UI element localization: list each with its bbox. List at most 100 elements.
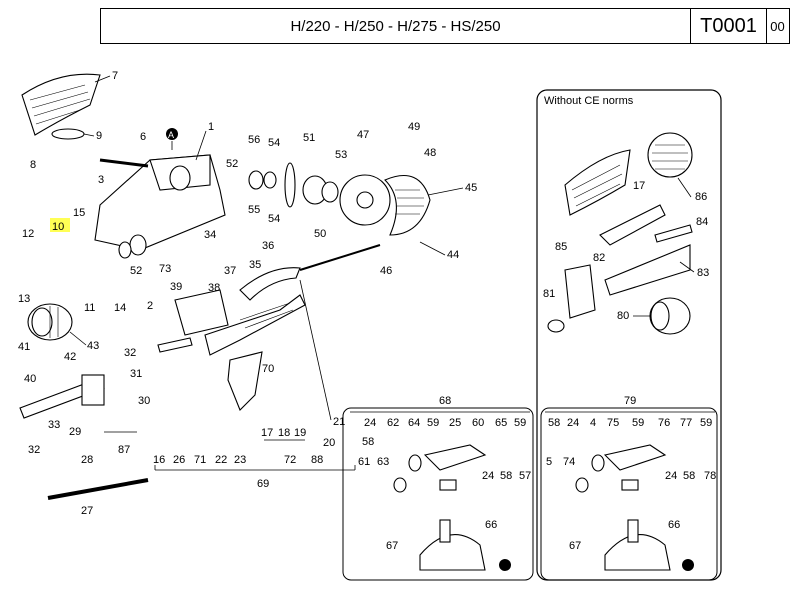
callout-52b: 52 [130,265,142,277]
drawing-code: T0001 [691,9,767,43]
callout-11: 11 [84,302,95,314]
callout-37: 37 [224,265,236,277]
callout-45: 45 [465,182,477,194]
callout-d67: 67 [386,540,398,552]
callout-e67: 67 [569,540,581,552]
callout-e59a: 59 [632,417,644,429]
callout-26: 26 [173,454,185,466]
callout-d79: 79 [624,395,636,407]
shaft-part [99,158,149,168]
callout-36: 36 [262,240,274,252]
callout-d64: 64 [408,417,420,429]
callout-e77: 77 [680,417,692,429]
callout-44: 44 [447,249,459,261]
callout-i83: 83 [697,267,709,279]
callout-28: 28 [81,454,93,466]
callout-49: 49 [408,121,420,133]
callout-e58b: 58 [683,470,695,482]
detail-frame-79 [540,407,718,581]
callout-e78: 78 [704,470,716,482]
callout-d61: 61 [358,456,370,468]
title-block: H/220 - H/250 - H/275 - HS/250 T0001 00 [100,8,790,44]
callout-38: 38 [208,282,220,294]
callout-e4: 4 [590,417,596,429]
main-body-part [94,154,226,259]
inset-arm-part [599,204,666,246]
callout-i80: 80 [617,310,629,322]
callout-16: 16 [153,454,165,466]
callout-d66: 66 [485,519,497,531]
callout-52a: 52 [226,158,238,170]
callout-53: 53 [335,149,347,161]
callout-48: 48 [424,147,436,159]
inset-nut-part [547,319,565,333]
callout-12: 12 [22,228,34,240]
callout-d63: 63 [377,456,389,468]
bearing-parts [248,170,277,190]
revision-number: 00 [770,18,785,34]
callout-d59a: 59 [427,417,439,429]
leader-lines [69,75,695,421]
callout-3: 3 [98,174,104,186]
callout-51: 51 [303,132,315,144]
callout-i84: 84 [696,216,708,228]
arm-rod-part [299,244,381,271]
callout-72: 72 [284,454,296,466]
callout-20: 20 [323,437,335,449]
callout-29: 29 [69,426,81,438]
handle-part [157,337,193,353]
inset-blade-cover-part [564,149,631,216]
callout-54a: 54 [268,137,280,149]
callout-d59b: 59 [514,417,526,429]
callout-88: 88 [311,454,323,466]
callout-i17: 17 [633,180,645,192]
callout-9: 9 [96,130,102,142]
callout-d68: 68 [439,395,451,407]
group-brackets [104,411,715,471]
callout-13: 13 [18,293,30,305]
callout-18: 18 [278,427,290,439]
callout-e59b: 59 [700,417,712,429]
knob-part [51,128,85,140]
callout-69: 69 [257,478,269,490]
detail-frame-68 [342,407,534,581]
carriage-arm-part [239,267,301,301]
callout-14: 14 [114,302,126,314]
callout-33: 33 [48,419,60,431]
callout-e5: 5 [546,456,552,468]
callout-10: 10 [52,221,64,233]
callout-2: 2 [147,300,153,312]
reference-arrow-a: A [166,128,178,150]
callout-71: 71 [194,454,206,466]
callout-labels: 7 9 8 6 1 3 52 56 54 55 54 51 53 50 47 4… [18,70,716,552]
deflector-part [204,294,306,411]
callout-40: 40 [24,373,36,385]
callout-1: 1 [208,121,214,133]
detail-79-parts [575,444,694,571]
svg-text:A: A [168,130,174,140]
callout-i82: 82 [593,252,605,264]
callout-i85: 85 [555,241,567,253]
motor-part [27,303,73,341]
blade-cover-part [21,73,101,136]
inset-bracket-part [564,264,596,319]
callout-73: 73 [159,263,171,275]
callout-39: 39 [170,281,182,293]
callout-27: 27 [81,505,93,517]
callout-43: 43 [87,340,99,352]
callout-e24: 24 [567,417,579,429]
rod-part [47,478,149,500]
callout-e76: 76 [658,417,670,429]
callout-17: 17 [261,427,273,439]
inset-rod-part [654,224,693,243]
callout-d58a: 58 [362,436,374,448]
callout-d24b: 24 [482,470,494,482]
callout-56: 56 [248,134,260,146]
callout-47: 47 [357,129,369,141]
callout-21: 21 [333,416,345,428]
callout-42: 42 [64,351,76,363]
callout-6: 6 [140,131,146,143]
callout-e74: 74 [563,456,575,468]
callout-d58b: 58 [500,470,512,482]
